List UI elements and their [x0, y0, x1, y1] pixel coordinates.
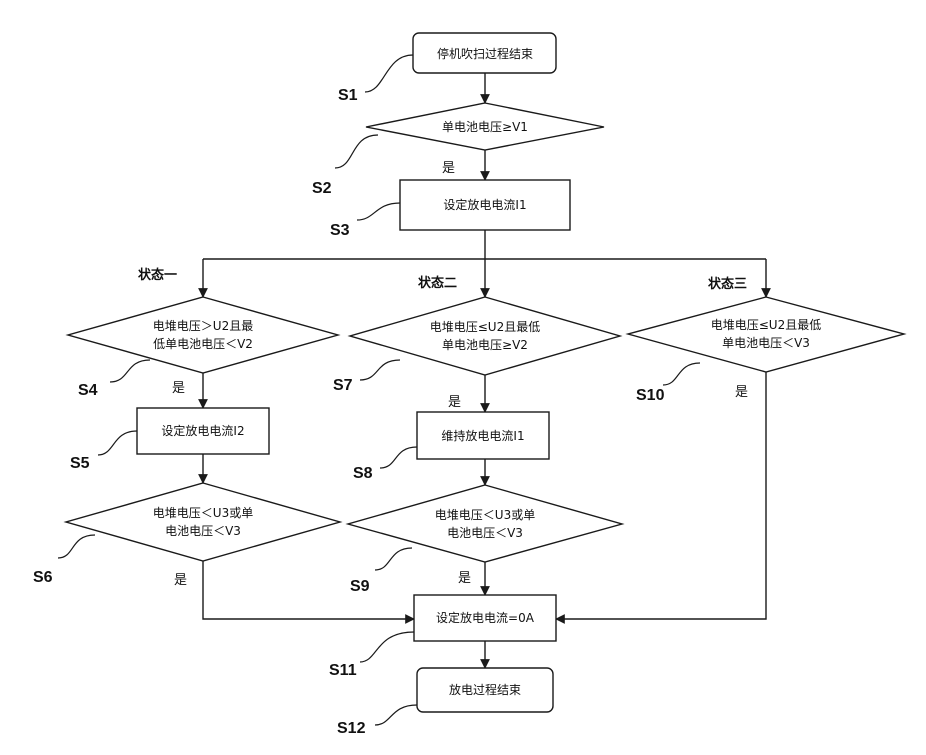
- step-label-s7: S7: [333, 377, 353, 394]
- state-label-1: 状态一: [138, 267, 177, 283]
- node-n4-decision: 电堆电压＞U2且最 低单电池电压＜V2: [68, 297, 338, 373]
- node-n10-text-line2: 单电池电压＜V3: [722, 336, 810, 350]
- node-n5-text: 设定放电电流I2: [161, 423, 244, 438]
- node-n6-text-line2: 电池电压＜V3: [165, 524, 241, 538]
- leader-s10: [663, 363, 700, 385]
- node-n11-text: 设定放电电流=0A: [436, 610, 535, 625]
- leader-s7: [360, 360, 400, 380]
- node-n7-decision: 电堆电压≤U2且最低 单电池电压≥V2: [350, 297, 620, 375]
- node-n4-text-line1: 电堆电压＞U2且最: [153, 319, 253, 333]
- leader-s4: [110, 360, 150, 382]
- leader-s9: [375, 548, 412, 570]
- step-label-s8: S8: [353, 465, 373, 482]
- state-label-3: 状态三: [708, 276, 747, 292]
- step-label-s9: S9: [350, 578, 370, 595]
- node-n6-text-line1: 电堆电压＜U3或单: [153, 506, 253, 520]
- node-n3-text: 设定放电电流I1: [443, 197, 526, 212]
- node-n9-decision: 电堆电压＜U3或单 电池电压＜V3: [348, 485, 622, 562]
- node-n5: 设定放电电流I2: [137, 408, 269, 454]
- step-leaders: [58, 55, 700, 725]
- node-n10-text-line1: 电堆电压≤U2且最低: [711, 318, 821, 332]
- step-label-s6: S6: [33, 569, 53, 586]
- node-n10-decision: 电堆电压≤U2且最低 单电池电压＜V3: [628, 297, 904, 372]
- node-n6-decision: 电堆电压＜U3或单 电池电压＜V3: [66, 483, 340, 561]
- node-n7-text-line2: 单电池电压≥V2: [442, 338, 528, 352]
- yes-label-n9: 是: [458, 571, 471, 586]
- step-label-s5: S5: [70, 455, 90, 472]
- leader-s6: [58, 535, 95, 558]
- leader-s2: [335, 135, 378, 168]
- node-n11: 设定放电电流=0A: [414, 595, 556, 641]
- yes-label-n6: 是: [174, 573, 187, 588]
- node-n1: 停机吹扫过程结束: [413, 33, 556, 73]
- leader-s5: [98, 431, 137, 455]
- leader-s1: [365, 55, 413, 92]
- node-n12: 放电过程结束: [417, 668, 553, 712]
- arrow-n6-n11: [203, 561, 414, 619]
- node-n7-text-line1: 电堆电压≤U2且最低: [430, 320, 540, 334]
- arrow-n10-n11: [556, 372, 766, 619]
- leader-s3: [357, 203, 400, 220]
- node-n2-text: 单电池电压≥V1: [442, 120, 528, 134]
- leader-s11: [360, 632, 414, 662]
- leader-s8: [380, 447, 417, 468]
- yes-label-n10: 是: [735, 385, 748, 400]
- state-label-2: 状态二: [418, 275, 457, 291]
- node-n8-text: 维持放电电流I1: [441, 428, 524, 443]
- leader-s12: [375, 705, 417, 725]
- yes-label-n7: 是: [448, 395, 461, 410]
- node-n4-text-line2: 低单电池电压＜V2: [153, 337, 253, 351]
- node-n2-decision: 单电池电压≥V1: [366, 103, 604, 150]
- step-label-s3: S3: [330, 222, 350, 239]
- step-label-s4: S4: [78, 382, 98, 399]
- yes-label-n2: 是: [442, 161, 455, 176]
- node-n3: 设定放电电流I1: [400, 180, 570, 230]
- node-n8: 维持放电电流I1: [417, 412, 549, 459]
- step-label-s10: S10: [636, 387, 665, 404]
- yes-label-n4: 是: [172, 381, 185, 396]
- step-label-s12: S12: [337, 720, 366, 737]
- node-n1-text: 停机吹扫过程结束: [437, 46, 533, 61]
- step-label-s2: S2: [312, 180, 332, 197]
- step-label-s11: S11: [329, 662, 357, 679]
- node-n9-text-line1: 电堆电压＜U3或单: [435, 508, 535, 522]
- step-label-s1: S1: [338, 87, 358, 104]
- node-n12-text: 放电过程结束: [449, 682, 521, 697]
- node-n9-text-line2: 电池电压＜V3: [447, 526, 523, 540]
